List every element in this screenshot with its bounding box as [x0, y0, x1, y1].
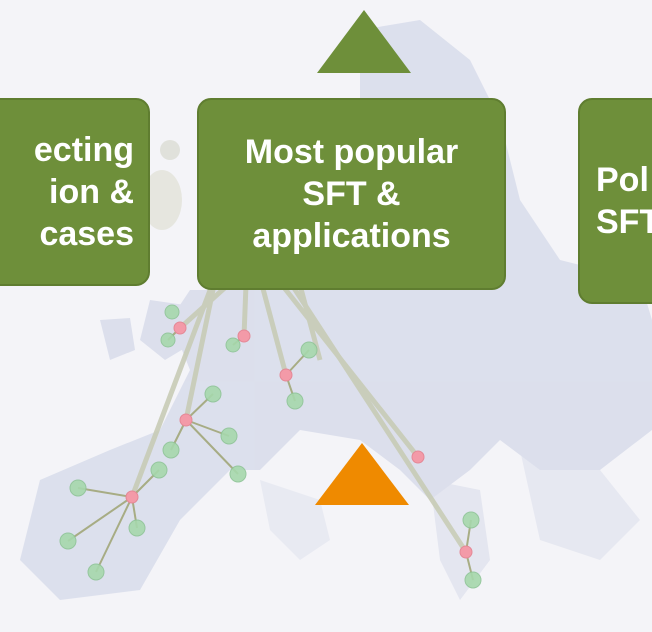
network-nodes-green	[59, 304, 482, 589]
right-topic-box: Pol SFT	[578, 98, 652, 304]
orange-triangle-icon	[315, 443, 409, 505]
up-triangle-icon	[317, 10, 411, 73]
connector-lines	[129, 283, 469, 554]
left-topic-label: ecting ion & cases	[33, 131, 134, 253]
network-nodes-red	[125, 321, 473, 559]
center-topic-box: Most popular SFT & applications	[197, 98, 506, 290]
right-topic-label: Pol SFT	[596, 161, 652, 241]
center-topic-label: Most popular SFT & applications	[244, 133, 459, 255]
left-topic-box: ecting ion & cases	[0, 98, 150, 286]
decorative-figure	[142, 140, 182, 230]
